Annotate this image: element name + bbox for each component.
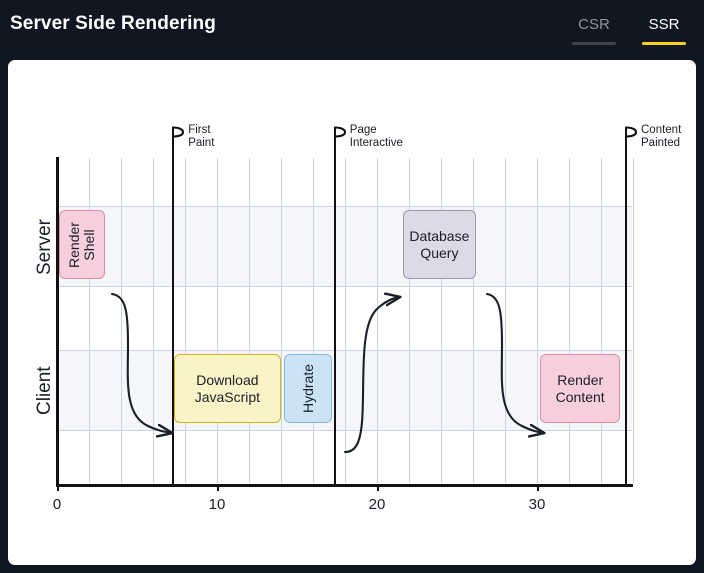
x-axis-line bbox=[56, 484, 633, 487]
tab-csr-label: CSR bbox=[578, 16, 610, 33]
vgridline bbox=[409, 158, 410, 483]
task-box[interactable]: Render Shell bbox=[58, 210, 105, 279]
tab-ssr-label: SSR bbox=[648, 16, 680, 33]
task-box[interactable]: Render Content bbox=[540, 354, 621, 423]
lane-label-server: Server bbox=[34, 219, 55, 275]
tab-csr-underline bbox=[572, 42, 616, 45]
vgridline bbox=[153, 158, 154, 483]
hgridline bbox=[57, 206, 632, 207]
vgridline bbox=[569, 158, 570, 483]
y-axis-line bbox=[56, 157, 59, 485]
vgridline bbox=[377, 158, 378, 483]
x-tick-label: 0 bbox=[52, 496, 62, 513]
x-tick-label: 30 bbox=[528, 496, 546, 513]
milestone-label: First Paint bbox=[188, 124, 215, 149]
chart-card: 0 10 20 30 Server Client First Paint Page In… bbox=[8, 60, 696, 565]
x-tick bbox=[57, 484, 59, 491]
vgridline bbox=[345, 158, 346, 483]
lane-label-client: Client bbox=[34, 366, 55, 415]
x-tick bbox=[217, 484, 219, 491]
vgridline bbox=[121, 158, 122, 483]
x-tick-label: 10 bbox=[208, 496, 226, 513]
vgridline bbox=[89, 158, 90, 483]
ssr-timeline-chart: 0 10 20 30 Server Client First Paint Page In… bbox=[8, 60, 696, 565]
tab-ssr[interactable]: SSR bbox=[637, 16, 691, 45]
x-tick bbox=[537, 484, 539, 491]
x-tick-label: 20 bbox=[368, 496, 386, 513]
x-tick bbox=[377, 484, 379, 491]
tab-ssr-underline bbox=[642, 42, 686, 45]
task-box[interactable]: Download JavaScript bbox=[173, 354, 281, 423]
task-label: Render Shell bbox=[65, 221, 97, 268]
vgridline bbox=[281, 158, 282, 483]
task-label: Download JavaScript bbox=[194, 371, 261, 405]
vgridline bbox=[633, 158, 634, 483]
tab-csr[interactable]: CSR bbox=[567, 16, 621, 45]
vgridline bbox=[601, 158, 602, 483]
plot-area bbox=[57, 158, 634, 483]
milestone-line bbox=[625, 127, 628, 485]
task-label: Render Content bbox=[555, 371, 605, 405]
milestone-line bbox=[172, 127, 175, 485]
task-box[interactable]: Hydrate bbox=[284, 354, 333, 423]
header-bar: Server Side Rendering CSR SSR bbox=[0, 0, 704, 60]
task-label: Hydrate bbox=[299, 363, 316, 414]
vgridline bbox=[217, 158, 218, 483]
milestone-flag-icon bbox=[172, 126, 186, 149]
vgridline bbox=[505, 158, 506, 483]
vgridline bbox=[441, 158, 442, 483]
milestone-flag-icon bbox=[333, 126, 348, 149]
hgridline bbox=[57, 286, 632, 287]
lane-band-server bbox=[57, 206, 632, 286]
milestone-label: Content Painted bbox=[641, 124, 682, 149]
vgridline bbox=[473, 158, 474, 483]
task-label: Database Query bbox=[409, 227, 470, 261]
vgridline bbox=[537, 158, 538, 483]
page-title: Server Side Rendering bbox=[10, 13, 216, 34]
milestone-label: Page Interactive bbox=[349, 124, 403, 149]
vgridline bbox=[313, 158, 314, 483]
milestone-flag-icon bbox=[624, 126, 639, 149]
vgridline bbox=[249, 158, 250, 483]
vgridline bbox=[185, 158, 186, 483]
task-box[interactable]: Database Query bbox=[402, 210, 477, 279]
milestone-line bbox=[333, 127, 336, 485]
